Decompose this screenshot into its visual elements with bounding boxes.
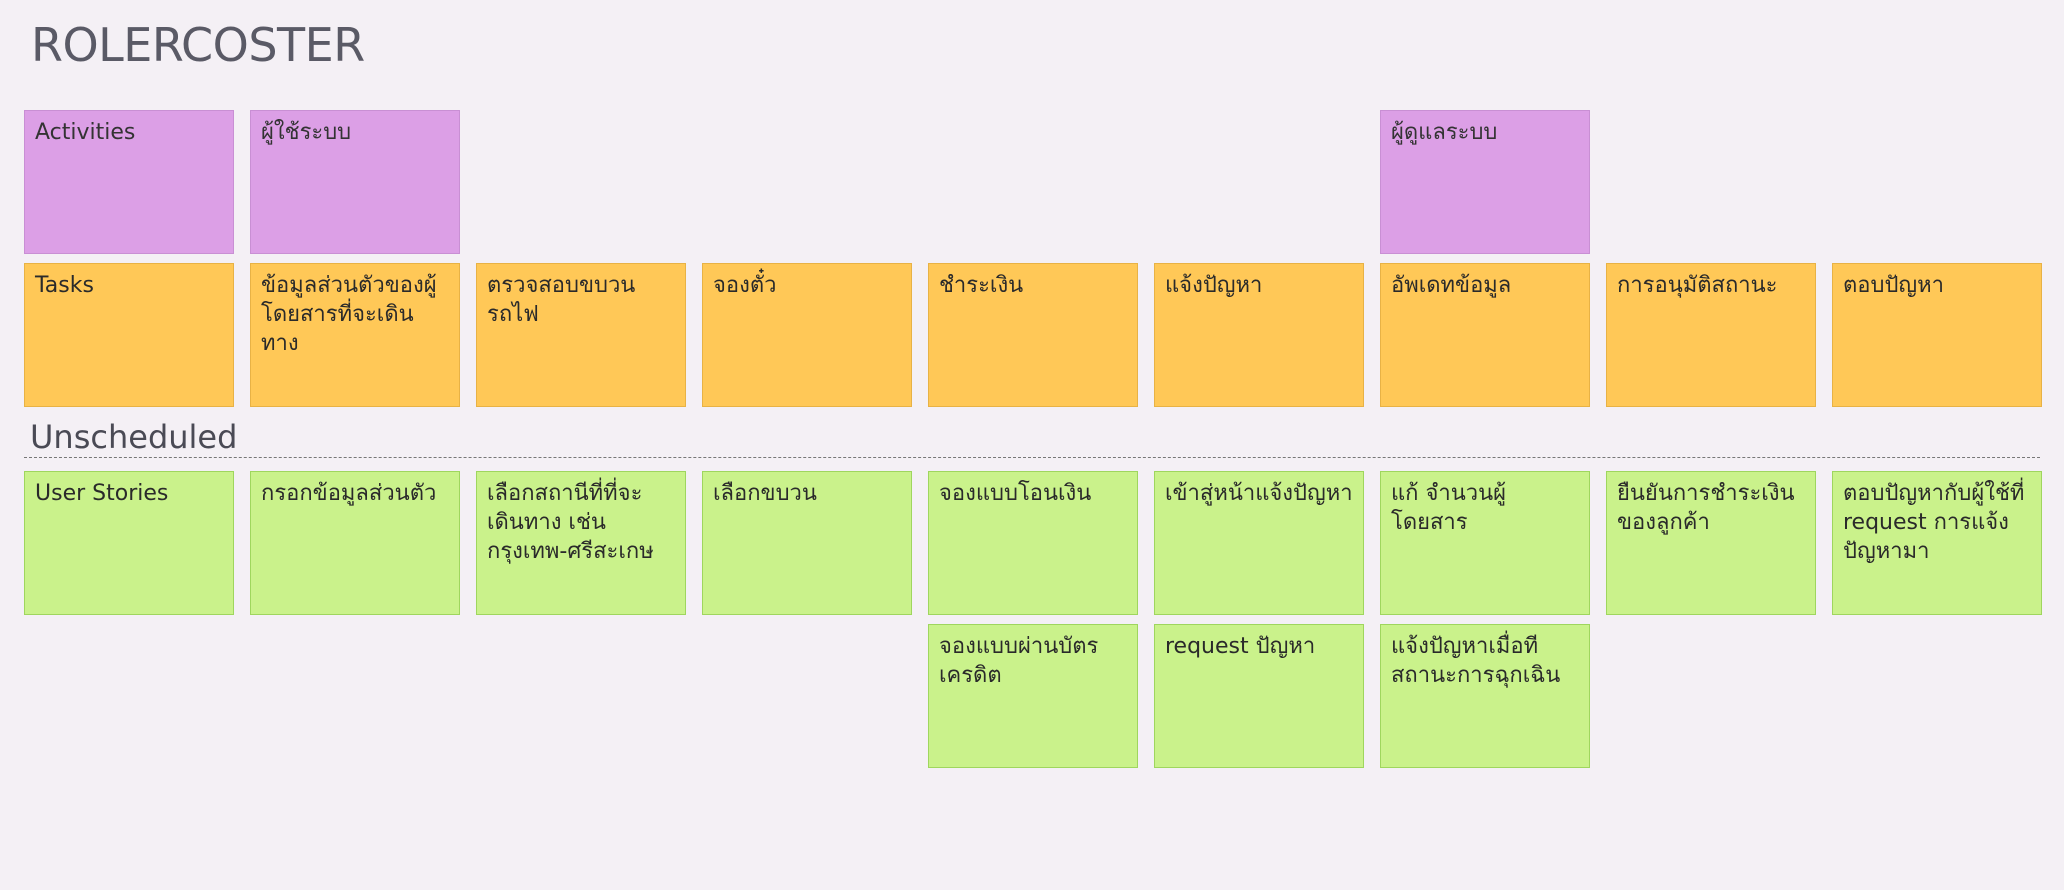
task-card-book-ticket[interactable]: จองตั๋ว (702, 263, 912, 407)
task-card-answer-issue[interactable]: ตอบปัญหา (1832, 263, 2042, 407)
story-card-book-transfer[interactable]: จองแบบโอนเงิน (928, 471, 1138, 615)
story-card-select-station[interactable]: เลือกสถานีที่ที่จะเดินทาง เช่นกรุงเทพ-ศร… (476, 471, 686, 615)
story-card-select-train[interactable]: เลือกขบวน (702, 471, 912, 615)
unscheduled-divider (24, 457, 2040, 458)
story-card-confirm-payment[interactable]: ยืนยันการชำระเงินของลูกค้า (1606, 471, 1816, 615)
task-card-status-approval[interactable]: การอนุมัติสถานะ (1606, 263, 1816, 407)
activities-row-label[interactable]: Activities (24, 110, 234, 254)
task-card-passenger-info[interactable]: ข้อมูลส่วนตัวของผู้โดยสารที่จะเดินทาง (250, 263, 460, 407)
story-card-open-report-page[interactable]: เข้าสู่หน้าแจ้งปัญหา (1154, 471, 1364, 615)
story-card-edit-passenger-count[interactable]: แก้ จำนวนผู้โดยสาร (1380, 471, 1590, 615)
activity-card-admin[interactable]: ผู้ดูแลระบบ (1380, 110, 1590, 254)
story-card-book-credit-card[interactable]: จองแบบผ่านบัตรเครดิต (928, 624, 1138, 768)
user-stories-row-label[interactable]: User Stories (24, 471, 234, 615)
task-card-check-train[interactable]: ตรวจสอบขบวนรถไฟ (476, 263, 686, 407)
story-card-request-issue[interactable]: request ปัญหา (1154, 624, 1364, 768)
story-card-emergency-report[interactable]: แจ้งปัญหาเมื่อทีสถานะการฉุกเฉิน (1380, 624, 1590, 768)
task-card-payment[interactable]: ชำระเงิน (928, 263, 1138, 407)
story-card-fill-personal-info[interactable]: กรอกข้อมูลส่วนตัว (250, 471, 460, 615)
unscheduled-section-label: Unscheduled (30, 418, 238, 456)
task-card-report-issue[interactable]: แจ้งปัญหา (1154, 263, 1364, 407)
task-card-update-data[interactable]: อัพเดทข้อมูล (1380, 263, 1590, 407)
board-title: ROLERCOSTER (31, 18, 365, 72)
activity-card-user[interactable]: ผู้ใช้ระบบ (250, 110, 460, 254)
tasks-row-label[interactable]: Tasks (24, 263, 234, 407)
story-card-answer-requests[interactable]: ตอบปัญหากับผู้ใช้ที่ request การแจ้งปัญห… (1832, 471, 2042, 615)
